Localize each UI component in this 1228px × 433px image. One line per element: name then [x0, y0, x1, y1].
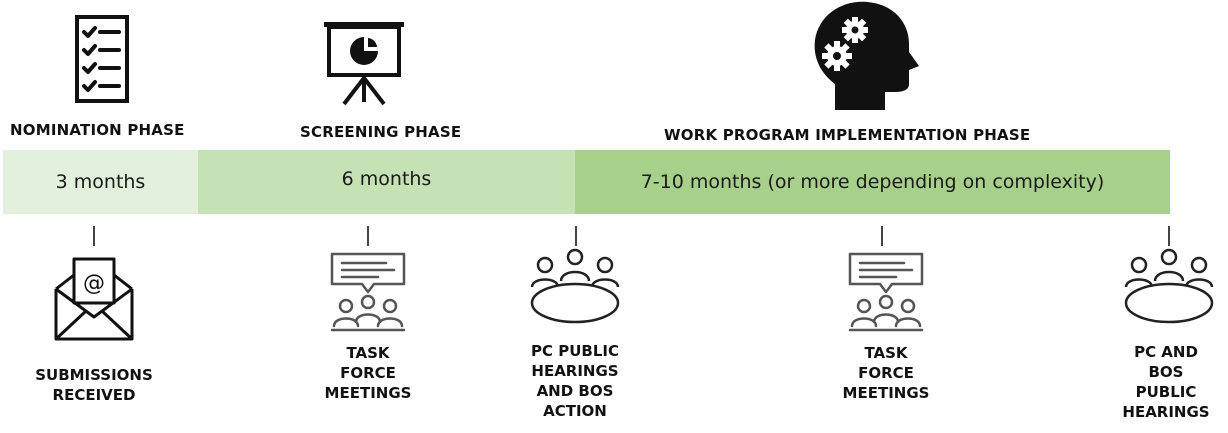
milestone-label-pc-bos-hearings: PC AND BOS PUBLIC HEARINGS	[1108, 342, 1224, 422]
milestone-label-line: PC AND	[1134, 343, 1198, 361]
milestone-label-line: TASK	[346, 344, 390, 362]
milestone-label-line: HEARINGS	[531, 362, 619, 380]
milestone-label-line: MEETINGS	[324, 384, 412, 402]
milestone-tick	[575, 226, 577, 246]
phase-title-nomination: NOMINATION PHASE	[10, 121, 185, 139]
milestone-tick	[93, 226, 95, 246]
milestone-label-line: PUBLIC	[1135, 383, 1197, 401]
conference-table-icon	[1124, 248, 1214, 324]
presentation-meeting-icon	[848, 252, 924, 332]
timeline-segment-nomination: 3 months	[3, 150, 198, 214]
duration-implementation: 7-10 months (or more depending on comple…	[640, 171, 1105, 193]
checklist-icon	[75, 15, 129, 103]
envelope-email-icon: @	[54, 257, 134, 341]
milestone-tick	[367, 226, 369, 246]
milestone-label-line: MEETINGS	[842, 384, 930, 402]
milestone-label-line: ACTION	[543, 402, 607, 420]
milestone-label-line: BOS	[1148, 363, 1184, 381]
conference-table-icon	[530, 248, 620, 324]
head-gears-icon	[814, 1, 919, 111]
milestone-label-line: AND BOS	[536, 382, 614, 400]
presentation-meeting-icon	[330, 252, 406, 332]
milestone-label-task-force-2: TASK FORCE MEETINGS	[826, 343, 946, 403]
milestone-label-line: HEARINGS	[1122, 403, 1210, 421]
milestone-label-task-force-1: TASK FORCE MEETINGS	[308, 343, 428, 403]
milestone-label-pc-public-hearings: PC PUBLIC HEARINGS AND BOS ACTION	[505, 341, 645, 421]
timeline-segment-screening: 6 months	[198, 150, 575, 214]
duration-screening: 6 months	[341, 168, 432, 190]
milestone-label-line: PC PUBLIC	[531, 342, 619, 360]
milestone-label-submissions: SUBMISSIONS RECEIVED	[14, 365, 174, 405]
milestone-tick	[1168, 226, 1170, 246]
duration-nomination: 3 months	[55, 171, 146, 193]
projector-chart-icon	[324, 22, 404, 106]
milestone-tick	[881, 226, 883, 246]
milestone-label-line: FORCE	[340, 364, 396, 382]
timeline-segment-implementation: 7-10 months (or more depending on comple…	[575, 150, 1170, 214]
milestone-label-line: FORCE	[858, 364, 914, 382]
phase-title-implementation: WORK PROGRAM IMPLEMENTATION PHASE	[664, 126, 1031, 144]
phase-title-screening: SCREENING PHASE	[300, 123, 462, 141]
at-symbol: @	[83, 271, 105, 296]
milestone-label-line: TASK	[864, 344, 908, 362]
milestone-label-line: RECEIVED	[52, 386, 136, 404]
milestone-label-line: SUBMISSIONS	[35, 366, 153, 384]
